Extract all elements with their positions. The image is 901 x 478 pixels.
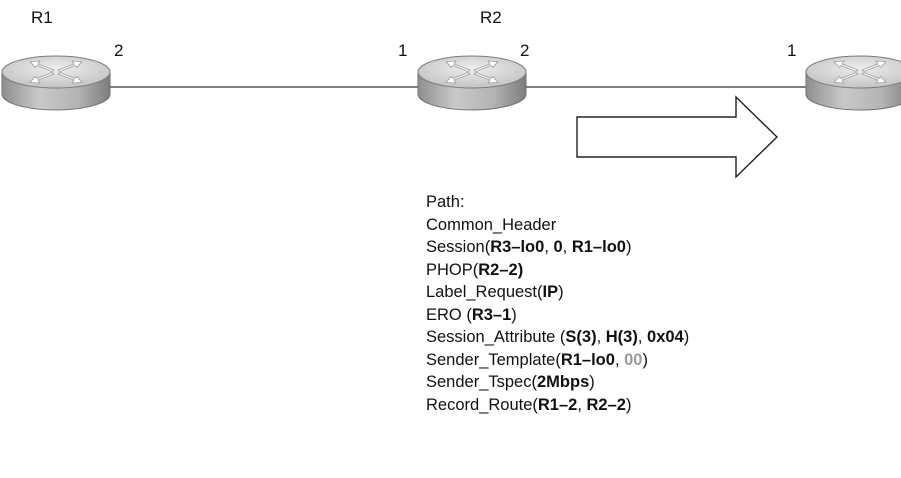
- direction-arrow-icon: [576, 95, 779, 179]
- router-r2-icon: [417, 55, 527, 111]
- field-text: ): [683, 328, 690, 346]
- field-text: ,: [596, 328, 606, 346]
- field-text: ,: [637, 328, 648, 346]
- field-text: ): [558, 283, 564, 301]
- router-r1-port-2: 2: [114, 41, 123, 60]
- field-value: R2–2: [586, 395, 626, 414]
- router-r1-label: R1: [31, 8, 53, 27]
- field-text: ,: [577, 395, 587, 414]
- field-value: 0: [553, 238, 563, 256]
- field-value: R1–2: [537, 395, 578, 414]
- field-text: Session_Attribute (: [426, 328, 566, 346]
- field-value: H(3): [605, 328, 638, 346]
- field-text: ,: [614, 350, 625, 369]
- field-text: PHOP(: [426, 260, 479, 279]
- path-message-field: Record_Route(R1–2, R2–2): [426, 394, 689, 417]
- field-text: Record_Route(: [426, 395, 538, 414]
- field-text: Sender_Template(: [426, 350, 561, 369]
- field-value: R3–lo0: [490, 238, 545, 256]
- field-value: R3–1: [471, 305, 512, 324]
- field-text: Label_Request(: [426, 283, 543, 301]
- router-r2-label: R2: [480, 8, 502, 27]
- field-text: ): [642, 350, 648, 369]
- field-text: ,: [544, 238, 554, 256]
- field-value: R1–lo0: [571, 238, 626, 256]
- field-text: Common_Header: [426, 215, 557, 234]
- path-message-field: PHOP(R2–2): [426, 259, 689, 282]
- field-text: ): [625, 395, 632, 414]
- path-message-field: ERO (R3–1): [426, 304, 689, 327]
- field-value: IP: [542, 283, 559, 301]
- field-text: ERO (: [426, 305, 472, 324]
- field-value: 2Mbps: [536, 373, 590, 391]
- field-value: 0x04: [647, 328, 684, 346]
- router-r2-port-1: 1: [398, 41, 407, 60]
- router-r1-icon: [1, 55, 111, 111]
- field-value: 00: [624, 350, 643, 369]
- field-value: R2–2): [478, 260, 524, 279]
- field-value: S(3): [565, 328, 597, 346]
- path-message-field: Sender_Tspec(2Mbps): [426, 371, 689, 394]
- field-text: ): [511, 305, 517, 324]
- path-message-field: Sender_Template(R1–lo0, 00): [426, 349, 689, 372]
- field-text: Session(: [426, 238, 491, 256]
- field-text: ,: [562, 238, 572, 256]
- router-r3-port-1: 1: [787, 41, 796, 60]
- path-message-field: Session_Attribute (S(3), H(3), 0x04): [426, 326, 689, 349]
- field-text: ): [625, 238, 632, 256]
- router-r3-icon: [805, 55, 901, 111]
- path-message-field: Label_Request(IP): [426, 281, 689, 304]
- field-value: R1–lo0: [560, 350, 615, 369]
- path-message-field: Common_Header: [426, 214, 689, 237]
- path-message-field: Session(R3–lo0, 0, R1–lo0): [426, 236, 689, 259]
- field-text: Sender_Tspec(: [426, 373, 537, 391]
- router-r2-port-2: 2: [520, 41, 529, 60]
- path-message-title: Path:: [426, 193, 465, 211]
- field-text: ): [589, 373, 595, 391]
